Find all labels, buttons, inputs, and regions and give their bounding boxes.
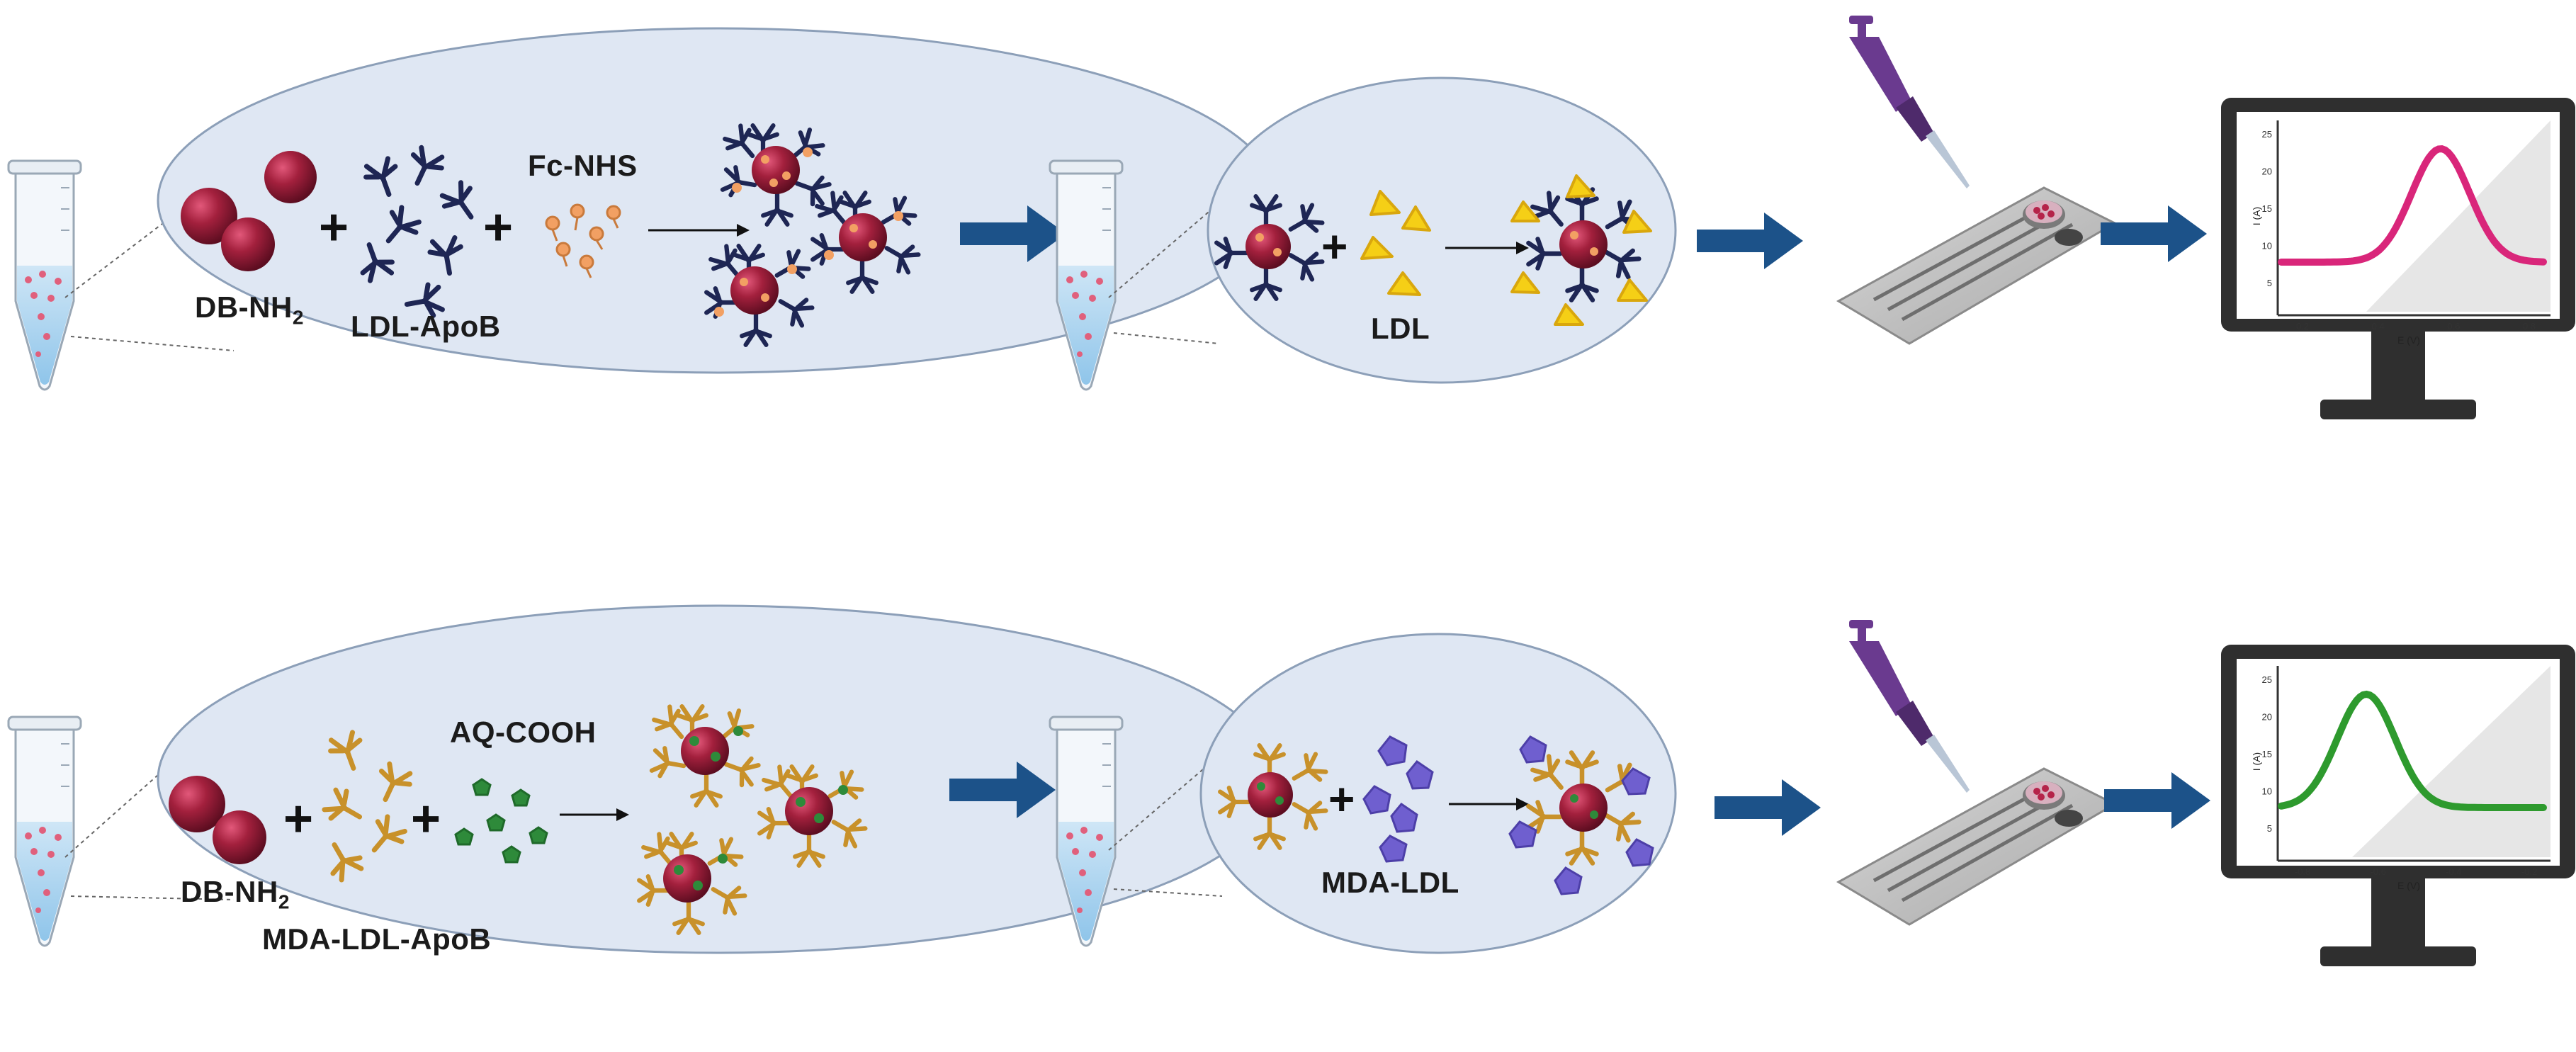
flow-arrow (2104, 772, 2210, 829)
tag-label: Fc-NHS (528, 149, 638, 182)
x-tick-label: -0.2 (2521, 866, 2537, 877)
graph-ylabel: I (A) (2251, 207, 2262, 225)
x-tick-label: 0.6 (2447, 321, 2460, 332)
y-tick-label: 25 (2262, 674, 2272, 685)
target-label: LDL (1371, 312, 1430, 345)
conjugate-group-1 (706, 123, 920, 345)
conjugate-particle (706, 244, 814, 345)
row-1: + + (7, 16, 2575, 419)
y-tick-label: 15 (2262, 203, 2272, 214)
y-tick-label: 5 (2267, 823, 2272, 834)
y-tick-label: 10 (2262, 241, 2272, 251)
conjugate-particle (1220, 745, 1328, 848)
target-ldl-1 (1360, 190, 1431, 296)
tag-molecules-2 (454, 778, 548, 864)
x-tick-label: 0.8 (2523, 321, 2536, 332)
bead-cluster-1 (181, 151, 317, 271)
bead-label: DB-NH2 (181, 875, 290, 913)
plus-sign: + (283, 791, 313, 847)
sample-tube-2 (1049, 159, 1124, 391)
antibody-label: LDL-ApoB (351, 310, 501, 343)
flow-arrow (2101, 205, 2207, 262)
y-tick-label: 20 (2262, 166, 2272, 177)
monitor-1: 25 20 15 10 5 0.2 0.4 0.6 0.8 I (A) E (V) (2221, 98, 2575, 419)
conjugate-particle (722, 123, 830, 225)
plus-sign: + (411, 791, 441, 847)
pipette-icon (1849, 620, 1970, 793)
y-tick-label: 10 (2262, 786, 2272, 797)
sample-tube-3 (7, 716, 82, 947)
pipette-icon (1849, 16, 1970, 188)
graph-ylabel: I (A) (2251, 752, 2262, 771)
y-tick-label: 20 (2262, 712, 2272, 723)
plus-sign: + (1328, 774, 1355, 825)
plus-sign: + (483, 199, 513, 256)
sample-tube-1 (7, 159, 82, 391)
x-tick-label: -0.4 (2446, 866, 2461, 877)
plus-sign: + (1321, 221, 1348, 272)
bead-label: DB-NH2 (195, 290, 304, 329)
conjugate-particle (1216, 196, 1324, 299)
graph-xlabel: E (V) (2397, 334, 2420, 346)
x-tick-label: -0.8 (2295, 866, 2310, 877)
y-tick-label: 15 (2262, 749, 2272, 759)
target-label: MDA-LDL (1321, 866, 1459, 899)
target-mda-ldl (1362, 735, 1434, 863)
antibody-label: MDA-LDL-ApoB (262, 922, 492, 956)
x-tick-label: 0.2 (2296, 321, 2309, 332)
conjugate-particle (639, 832, 747, 933)
y-ticks-1: 25 20 15 10 5 (2262, 129, 2272, 288)
graph-xlabel: E (V) (2397, 880, 2420, 891)
y-ticks-2: 25 20 15 10 5 (2262, 674, 2272, 834)
bead-cluster-2 (169, 776, 266, 864)
bound-complex-1 (1510, 174, 1652, 326)
binding-ellipse-1 (1207, 77, 1677, 384)
bound-complex-2 (1508, 735, 1654, 895)
x-tick-label: 0.4 (2372, 321, 2385, 332)
conjugate-particle (759, 764, 867, 866)
row-2: + + (7, 604, 2575, 966)
x-ticks-1: 0.2 0.4 0.6 0.8 (2296, 321, 2536, 332)
binding-ellipse-2 (1199, 633, 1677, 954)
conjugate-group-2 (639, 704, 867, 933)
voltammogram-curve-1 (2278, 145, 2547, 266)
plus-sign: + (319, 199, 349, 256)
conjugate-particle (813, 191, 920, 292)
x-tick-label: -0.6 (2370, 866, 2385, 877)
voltammogram-curve-2 (2278, 690, 2547, 811)
y-tick-label: 5 (2267, 278, 2272, 288)
flow-arrow (1714, 779, 1821, 836)
y-tick-label: 25 (2262, 129, 2272, 140)
x-ticks-2: -0.8 -0.6 -0.4 -0.2 (2295, 866, 2537, 877)
monitor-2: 25 20 15 10 5 -0.8 -0.6 -0.4 -0.2 I (A) E (V) (2221, 645, 2575, 966)
tag-molecules-1 (545, 203, 621, 278)
sensor-strip-icon (1838, 769, 2115, 924)
tag-label: AQ-COOH (450, 716, 597, 749)
sensor-strip-icon (1838, 188, 2115, 344)
conjugate-particle (651, 704, 759, 805)
flow-arrow (1697, 213, 1803, 269)
